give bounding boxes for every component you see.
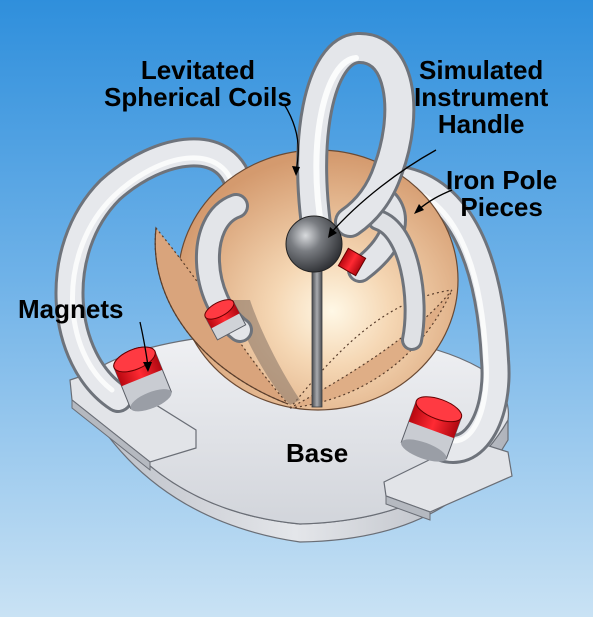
label-handle-line3: Handle <box>414 111 548 138</box>
handle-shaft <box>312 262 322 407</box>
label-base: Base <box>286 440 348 467</box>
label-pole-line2: Pieces <box>446 194 557 221</box>
label-magnets: Magnets <box>18 296 123 323</box>
label-pole-line1: Iron Pole <box>446 167 557 194</box>
label-handle-line1: Simulated <box>414 57 548 84</box>
label-coils-line1: Levitated <box>104 57 292 84</box>
label-coils-line2: Spherical Coils <box>104 84 292 111</box>
label-iron-pole-pieces: Iron Pole Pieces <box>446 167 557 221</box>
label-instrument-handle: Simulated Instrument Handle <box>414 57 548 138</box>
handle-ball <box>286 216 342 272</box>
label-spherical-coils: Levitated Spherical Coils <box>104 57 292 111</box>
label-handle-line2: Instrument <box>414 84 548 111</box>
